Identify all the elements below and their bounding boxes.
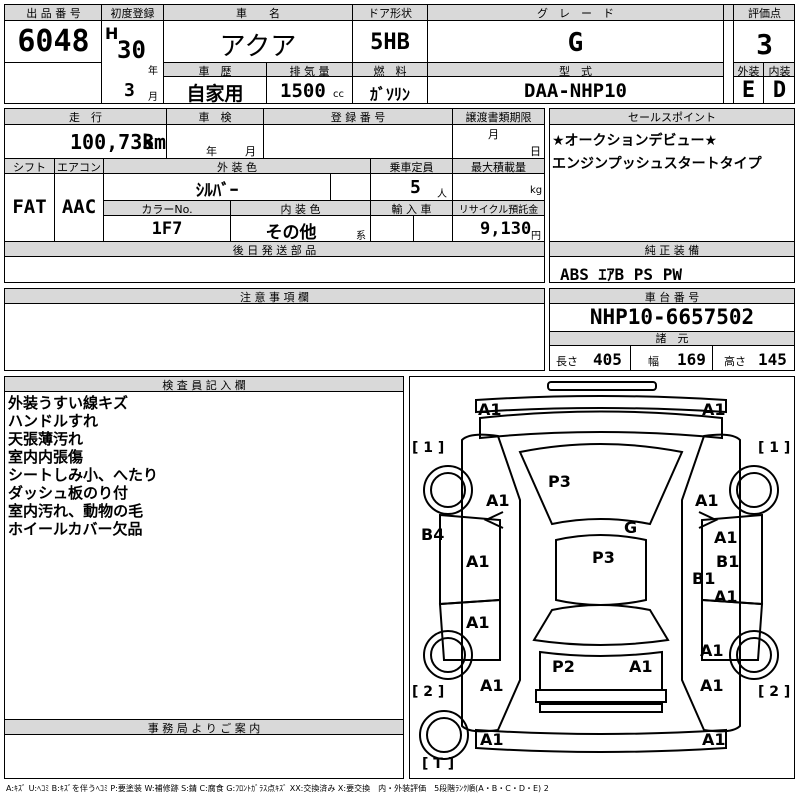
reg-month: 3: [124, 80, 135, 101]
reg-label: 初度登録: [110, 7, 155, 20]
legend: A:ｷｽﾞ U:ﾍｺﾐ B:ｷｽﾞを伴うﾍｺﾐ P:要塗装 W:補修跡 S:錆 …: [6, 784, 549, 793]
height: 145: [758, 350, 787, 369]
history-label: 車 歴: [198, 65, 232, 78]
damage-mark: A1: [702, 400, 726, 419]
damage-mark: A1: [702, 730, 726, 749]
era: H: [105, 24, 119, 43]
exterior-label: 外装: [737, 65, 760, 78]
vehicle-detail-block: [4, 108, 545, 283]
damage-mark: A1: [466, 613, 490, 632]
air-con: AAC: [61, 196, 97, 218]
damage-diagram: [409, 376, 795, 779]
header-strip-mid: [163, 62, 723, 76]
length: 405: [593, 350, 622, 369]
history: 自家用: [186, 83, 244, 105]
damage-mark: A1: [700, 676, 724, 695]
door-label: ドア形状: [368, 7, 412, 20]
model-label: 型 式: [559, 65, 592, 78]
score: 3: [756, 28, 773, 61]
damage-mark: P3: [548, 472, 571, 491]
damage-mark: G: [624, 518, 638, 537]
inspector-note: シートしみ小、へたり: [8, 466, 159, 484]
damage-mark: B1: [692, 569, 716, 588]
reg-year: 30: [117, 36, 146, 64]
door-type: 5HB: [370, 30, 410, 55]
grade-label: グ レ ー ド: [537, 7, 614, 20]
car-name: アクア: [219, 32, 297, 62]
inspector-note: 外装うすい線キズ: [8, 394, 129, 412]
header-block: [4, 4, 795, 104]
bracket-2-right: [ 2 ]: [758, 684, 791, 700]
damage-mark: A1: [700, 641, 724, 660]
fuel-label: 燃 料: [373, 65, 407, 78]
width: 169: [677, 350, 706, 369]
interior-grade: D: [772, 78, 787, 103]
damage-mark: A1: [480, 676, 504, 695]
mileage: 100,733: [70, 130, 155, 154]
damage-mark: A1: [486, 491, 510, 510]
caution-block: [4, 288, 545, 371]
score-label: 評価点: [748, 7, 781, 20]
bracket-1-left: [ 1 ]: [412, 440, 445, 456]
damage-mark: A1: [714, 528, 738, 547]
body-color: ｼﾙﾊﾞｰ: [195, 181, 239, 201]
inspector-note: 室内汚れ、動物の毛: [8, 502, 144, 520]
bracket-2-left: [ 2 ]: [412, 684, 445, 700]
inspector-note: 天張薄汚れ: [8, 430, 84, 448]
damage-mark: A1: [466, 552, 490, 571]
inspector-note: ダッシュ板のり付: [8, 484, 129, 502]
header-strip-top: [5, 5, 794, 20]
lot-number: 6048: [17, 24, 90, 59]
bracket-1-right: [ 1 ]: [758, 440, 791, 456]
chassis-block: [549, 288, 795, 371]
fuel: ｶﾞｿﾘﾝ: [369, 85, 410, 104]
recycle-fee: 9,130: [480, 219, 532, 239]
inspector-note: ハンドルすれ: [8, 412, 99, 430]
lot-label: 出 品 番 号: [26, 7, 81, 20]
damage-mark: A1: [629, 657, 653, 676]
bracket-t: [ T ]: [422, 756, 455, 772]
damage-mark: A1: [480, 730, 504, 749]
displacement-label: 排 気 量: [289, 65, 330, 78]
shift: FAT: [12, 196, 47, 218]
capacity: 5: [410, 177, 421, 198]
color-number: 1F7: [151, 219, 183, 239]
inspector-note: ホイールカバー欠品: [8, 520, 143, 538]
damage-mark: B4: [421, 525, 445, 544]
car-name-label: 車 名: [236, 7, 280, 20]
model: DAA-NHP10: [524, 80, 627, 102]
chassis-number: NHP10-6657502: [589, 305, 755, 329]
displacement: 1500: [280, 80, 326, 102]
exterior-grade: E: [741, 78, 756, 103]
damage-mark: A1: [695, 491, 719, 510]
sales-point-1: ★オークションデビュー★: [552, 133, 718, 149]
sales-point-2: エンジンプッシュスタートタイプ: [552, 156, 762, 172]
damage-mark: A1: [714, 587, 738, 606]
damage-mark: P2: [552, 657, 575, 676]
damage-mark: B1: [716, 552, 740, 571]
inspector-block: [4, 376, 404, 779]
grade: G: [567, 28, 584, 58]
inspector-note: 室内内張傷: [8, 448, 84, 466]
damage-mark: A1: [478, 400, 502, 419]
interior-color: その他: [265, 223, 317, 243]
car-outline: [419, 381, 779, 760]
sales-point-block: [549, 108, 795, 283]
interior-label: 内装: [768, 65, 791, 78]
equipment: ABS ｴｱB PS PW: [560, 265, 682, 284]
damage-mark: P3: [592, 548, 615, 567]
